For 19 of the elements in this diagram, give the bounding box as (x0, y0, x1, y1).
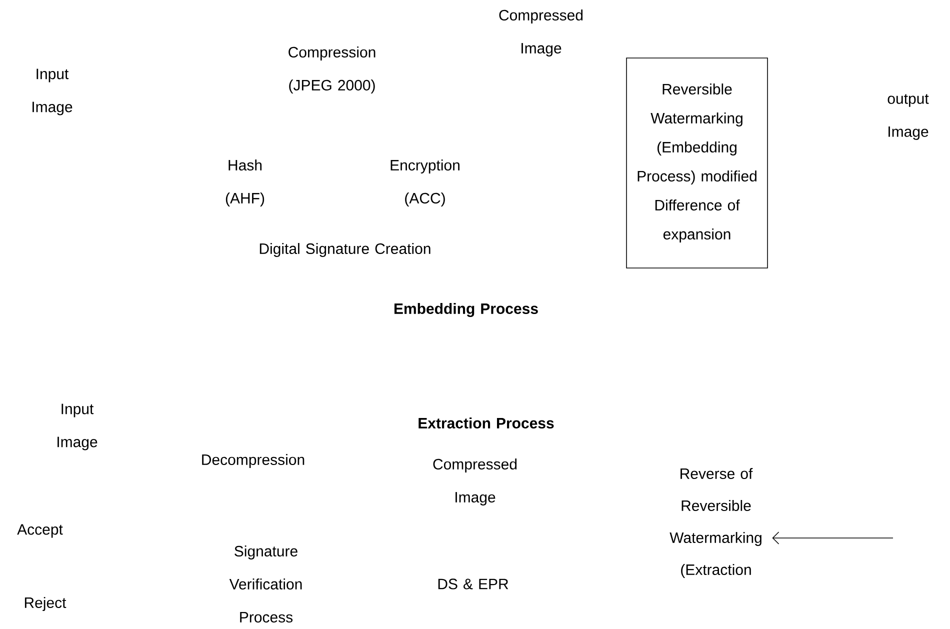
step-label: Reject (24, 597, 66, 611)
step-label: Decompression (202, 454, 304, 468)
section-heading: Extraction Process (418, 418, 554, 428)
step-label: Input Image (32, 68, 72, 116)
step-label: Signature Verification Process (229, 546, 302, 622)
step-label: Accept (17, 524, 63, 538)
step-label: Hash (AHF) (226, 160, 264, 206)
step-label: Compressed Image (499, 10, 583, 56)
process-box: Reversible Watermarking (Embedding Process) modified Difference of expansion (626, 58, 768, 268)
arrow (772, 532, 894, 544)
step-label: Compression (JPEG 2000) (288, 46, 376, 94)
section-heading: Embedding Process (394, 302, 538, 318)
step-label: DS & EPR (438, 578, 508, 590)
step-label: Compressed Image (433, 458, 517, 506)
step-label: output Image (888, 94, 929, 140)
step-label: Encryption (ACC) (390, 160, 460, 206)
step-label: Input Image (58, 404, 98, 450)
process-label: Reverse of Reversible Watermarking (Extraction (670, 468, 762, 578)
step-label: Digital Signature Creation (260, 243, 430, 257)
